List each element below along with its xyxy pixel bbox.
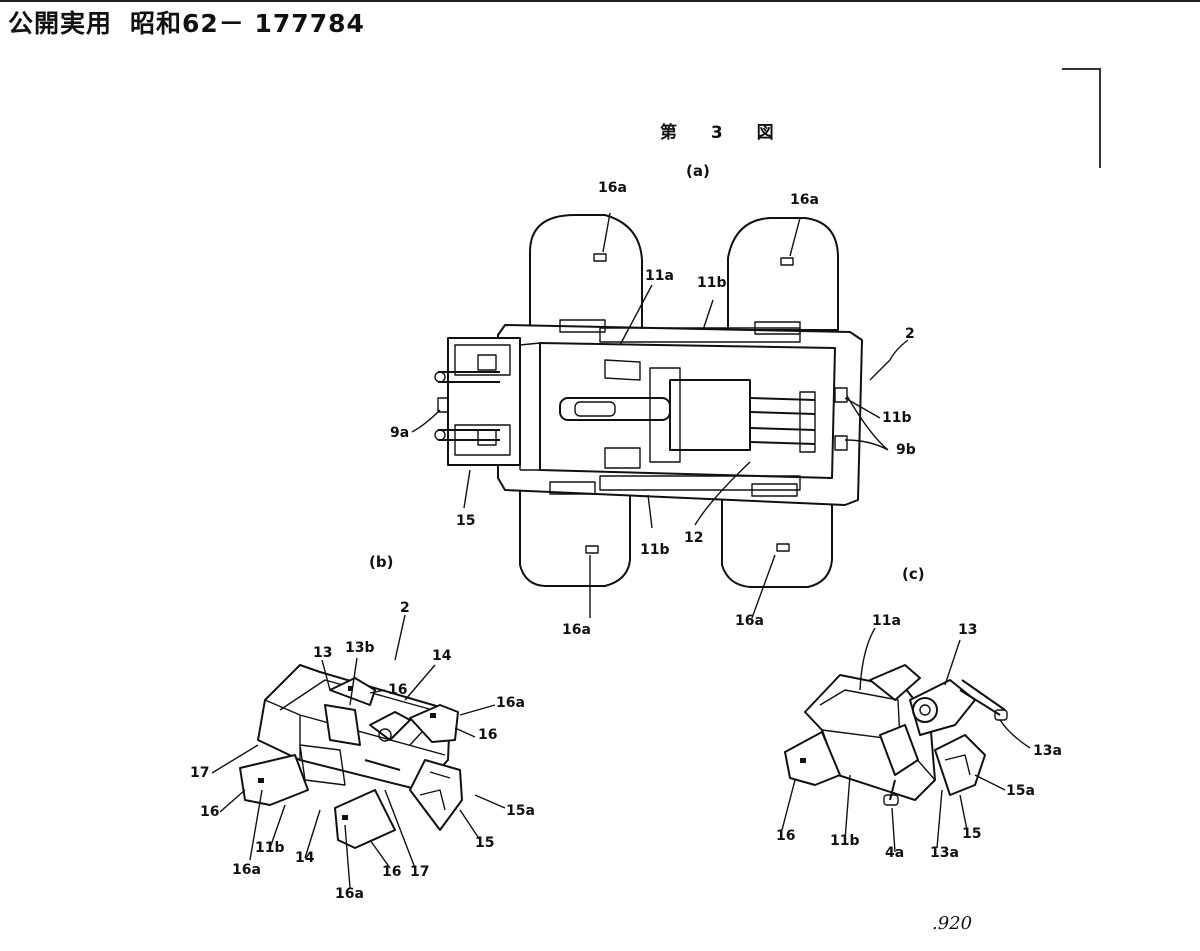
ref-label: 4a (885, 845, 905, 861)
figure-title: 第 3 図 (660, 123, 788, 143)
panel-label-a: (a) (686, 162, 710, 180)
cylinder (559, 397, 671, 421)
ref-label: 11b (640, 542, 670, 558)
view-b-perspective (211, 614, 506, 889)
publication-number: 昭和62－ 177784 (130, 9, 365, 38)
ref-label: 16a (790, 192, 819, 208)
ref-label: 17 (410, 864, 430, 880)
ref-label: 14 (295, 850, 315, 866)
ref-label: 13a (1033, 743, 1062, 759)
track-pad (721, 494, 833, 588)
ref-label: 11a (872, 613, 901, 629)
ref-label: 2 (400, 600, 410, 616)
ref-label: 11b (255, 840, 285, 856)
ref-label: 16a (598, 180, 627, 196)
ref-label: 13 (313, 645, 333, 661)
crop-mark (1062, 68, 1100, 70)
ref-label: 16a (562, 622, 591, 638)
view-c-perspective (781, 627, 1031, 853)
ref-label: 12 (684, 530, 704, 546)
view-a-top (411, 212, 909, 619)
arm (909, 679, 976, 736)
ref-label: 13a (930, 845, 959, 861)
publication-type: 公開実用 (8, 9, 113, 38)
panel-label-c: (c) (902, 565, 925, 583)
track-pad (409, 704, 459, 743)
track-pad (727, 217, 839, 331)
ref-label: 16a (335, 886, 364, 902)
document-header: 公開実用昭和62－ 177784 (8, 4, 365, 40)
ref-label: 9b (896, 442, 916, 458)
ref-label: 16 (776, 828, 796, 844)
ref-label: 16a (232, 862, 261, 878)
track-pad (529, 214, 643, 331)
ref-label: 16a (496, 695, 525, 711)
ref-label: 17 (190, 765, 210, 781)
ref-label: 15a (506, 803, 535, 819)
ref-label: 13 (958, 622, 978, 638)
ref-label: 13b (345, 640, 375, 656)
ref-label: 11b (697, 275, 727, 291)
rear-attachment (934, 734, 986, 796)
ref-label: 11b (830, 833, 860, 849)
ref-label: 11a (645, 268, 674, 284)
top-border (0, 0, 1200, 2)
panel-label-b: (b) (369, 553, 394, 571)
ref-label: 15a (1006, 783, 1035, 799)
ref-label: 16 (388, 682, 408, 698)
ref-label: 16 (478, 727, 498, 743)
track-pad (334, 789, 396, 849)
track-pad (239, 754, 309, 806)
crop-mark (1099, 68, 1101, 168)
track-pad (869, 664, 921, 701)
track-pad (519, 489, 631, 587)
ref-label: 15 (456, 513, 476, 529)
ref-label: 16a (735, 613, 764, 629)
ref-label: 11b (882, 410, 912, 426)
ref-label: 14 (432, 648, 452, 664)
ref-label: 2 (905, 326, 915, 342)
ref-label: 15 (475, 835, 495, 851)
track-pad (784, 731, 841, 786)
front-attachment (447, 337, 521, 466)
ref-label: 9a (390, 425, 410, 441)
page-number: .920 (932, 913, 973, 934)
ref-label: 16 (382, 864, 402, 880)
ref-label: 15 (962, 826, 982, 842)
ref-label: 16 (200, 804, 220, 820)
